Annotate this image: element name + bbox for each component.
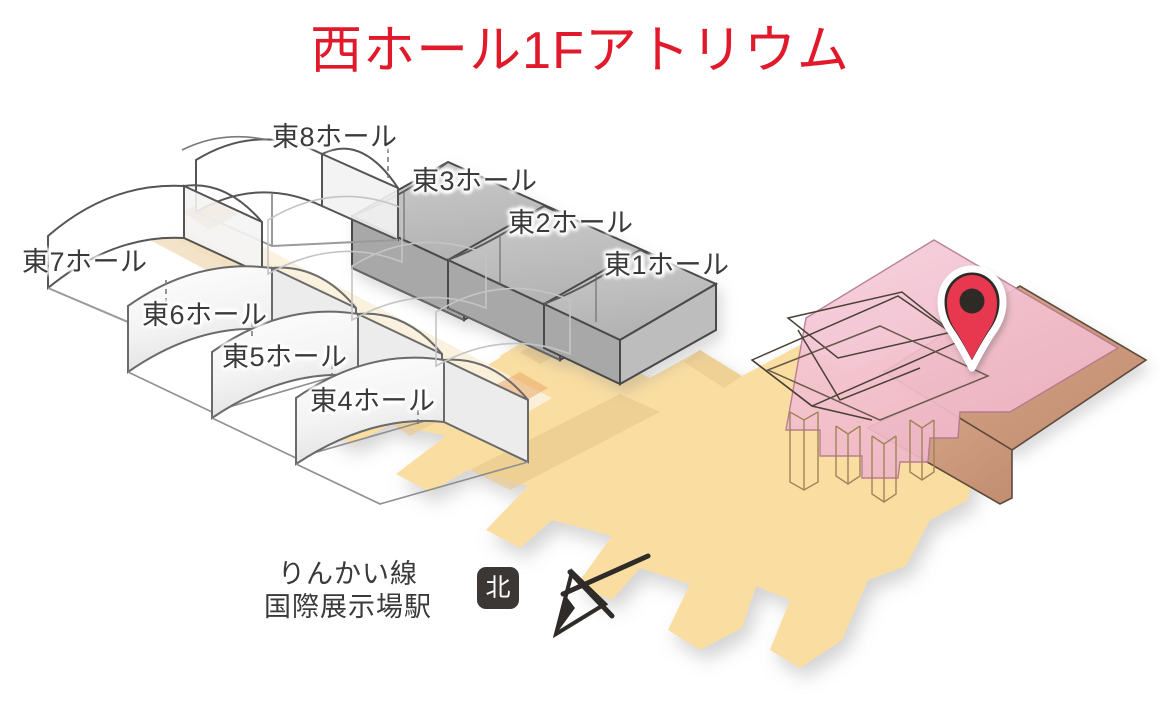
- station-name-label: 国際展示場駅: [264, 592, 432, 622]
- east-hall-4: [295, 356, 529, 505]
- east-halls-4-8: [47, 138, 571, 505]
- north-arrow: [552, 553, 651, 639]
- east-hall-1: [541, 248, 719, 386]
- hall-ghost-outlines: [267, 195, 571, 368]
- north-badge: 北: [477, 567, 519, 609]
- location-pin[interactable]: [937, 265, 1007, 372]
- hall-label-east-2: 東2ホール: [508, 208, 634, 238]
- west-hall-columns: [789, 411, 935, 503]
- west-hall-area: [750, 239, 1148, 505]
- station-line-label: りんかい線: [278, 559, 418, 589]
- page-title: 西ホール1Fアトリウム: [310, 22, 850, 80]
- hall-label-east-4: 東4ホール: [310, 386, 436, 416]
- hall-label-east-5: 東5ホール: [222, 342, 348, 372]
- east-halls-1-3: [349, 160, 719, 386]
- hall-label-east-7: 東7ホール: [22, 247, 148, 277]
- hall-label-east-3: 東3ホール: [412, 166, 538, 196]
- hall-label-east-1: 東1ホール: [604, 250, 730, 280]
- hall-label-east-8: 東8ホール: [272, 122, 398, 152]
- label-leader-lines: [165, 135, 419, 424]
- hall-label-east-6: 東6ホール: [142, 300, 268, 330]
